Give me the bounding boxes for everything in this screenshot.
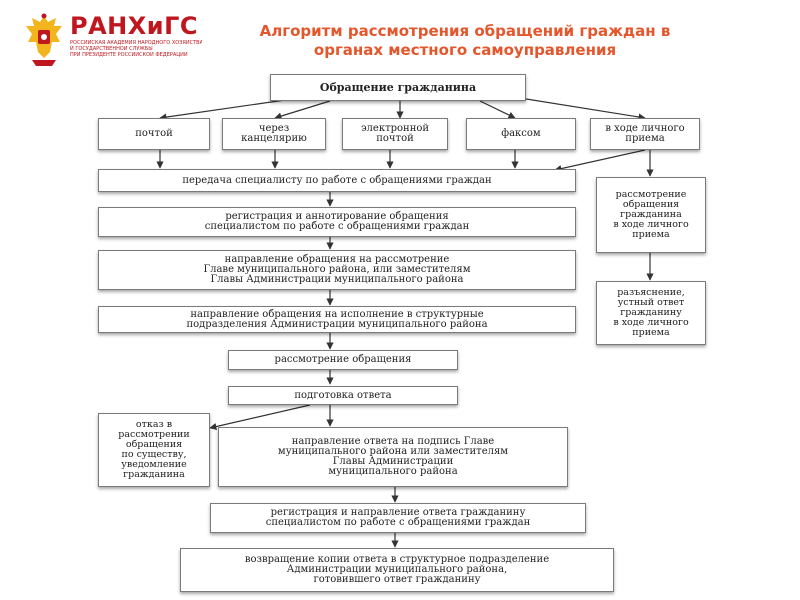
arrow-prepare-to-refusal (209, 404, 311, 431)
ranepa-logo: РАНХиГС РОССИЙСКАЯ АКАДЕМИЯ НАРОДНОГО ХО… (22, 12, 202, 74)
answer-to-sign-box: направление ответа на подпись Главе муни… (218, 427, 568, 487)
citizen-appeal-box: Обращение гражданина (270, 74, 526, 101)
register-answer-box: регистрация и направление ответа граждан… (210, 503, 586, 533)
transfer-to-specialist-box: передача специалисту по работе с обращен… (98, 169, 576, 192)
arrow-root-to-personal (519, 97, 646, 121)
slide-title: Алгоритм рассмотрения обращений граждан … (220, 22, 710, 60)
personal-review-box: рассмотрение обращения гражданина в ходе… (596, 177, 706, 253)
arrow-root-to-fax (479, 100, 516, 119)
return-copy-box: возвращение копии ответа в структурное п… (180, 548, 614, 592)
channel-office-box: через канцелярию (222, 118, 326, 150)
personal-answer-box: разъяснение, устный ответ гражданину в х… (596, 281, 706, 345)
appeal-review-box: рассмотрение обращения (228, 350, 458, 370)
slide-title-line: органах местного самоуправления (313, 41, 617, 59)
channel-personal-box: в ходе личного приема (590, 118, 700, 150)
send-to-head-box: направление обращения на рассмотрение Гл… (98, 250, 576, 290)
double-headed-eagle-icon (26, 13, 62, 66)
registration-box: регистрация и аннотирование обращения сп… (98, 207, 576, 237)
prepare-answer-box: подготовка ответа (228, 386, 458, 405)
channel-email-box: электронной почтой (342, 118, 448, 150)
arrow-root-to-mail (159, 99, 286, 121)
arrow-root-to-office (274, 100, 331, 120)
slide-title-line: Алгоритм рассмотрения обращений граждан … (259, 22, 671, 40)
refusal-box: отказ в рассмотрении обращения по сущест… (98, 413, 210, 487)
logo-subtitle-line: РОССИЙСКАЯ АКАДЕМИЯ НАРОДНОГО ХОЗЯЙСТВА (70, 40, 202, 46)
channel-fax-box: факсом (466, 118, 576, 150)
logo-name: РАНХиГС (70, 12, 198, 40)
send-to-divisions-box: направление обращения на исполнение в ст… (98, 306, 576, 333)
channel-mail-box: почтой (98, 118, 210, 150)
arrow-personal-to-transfer (554, 149, 646, 173)
logo-subtitle-line: И ГОСУДАРСТВЕННОЙ СЛУЖБЫ (70, 46, 153, 52)
logo-subtitle-line: ПРИ ПРЕЗИДЕНТЕ РОССИЙСКОЙ ФЕДЕРАЦИИ (70, 52, 188, 58)
